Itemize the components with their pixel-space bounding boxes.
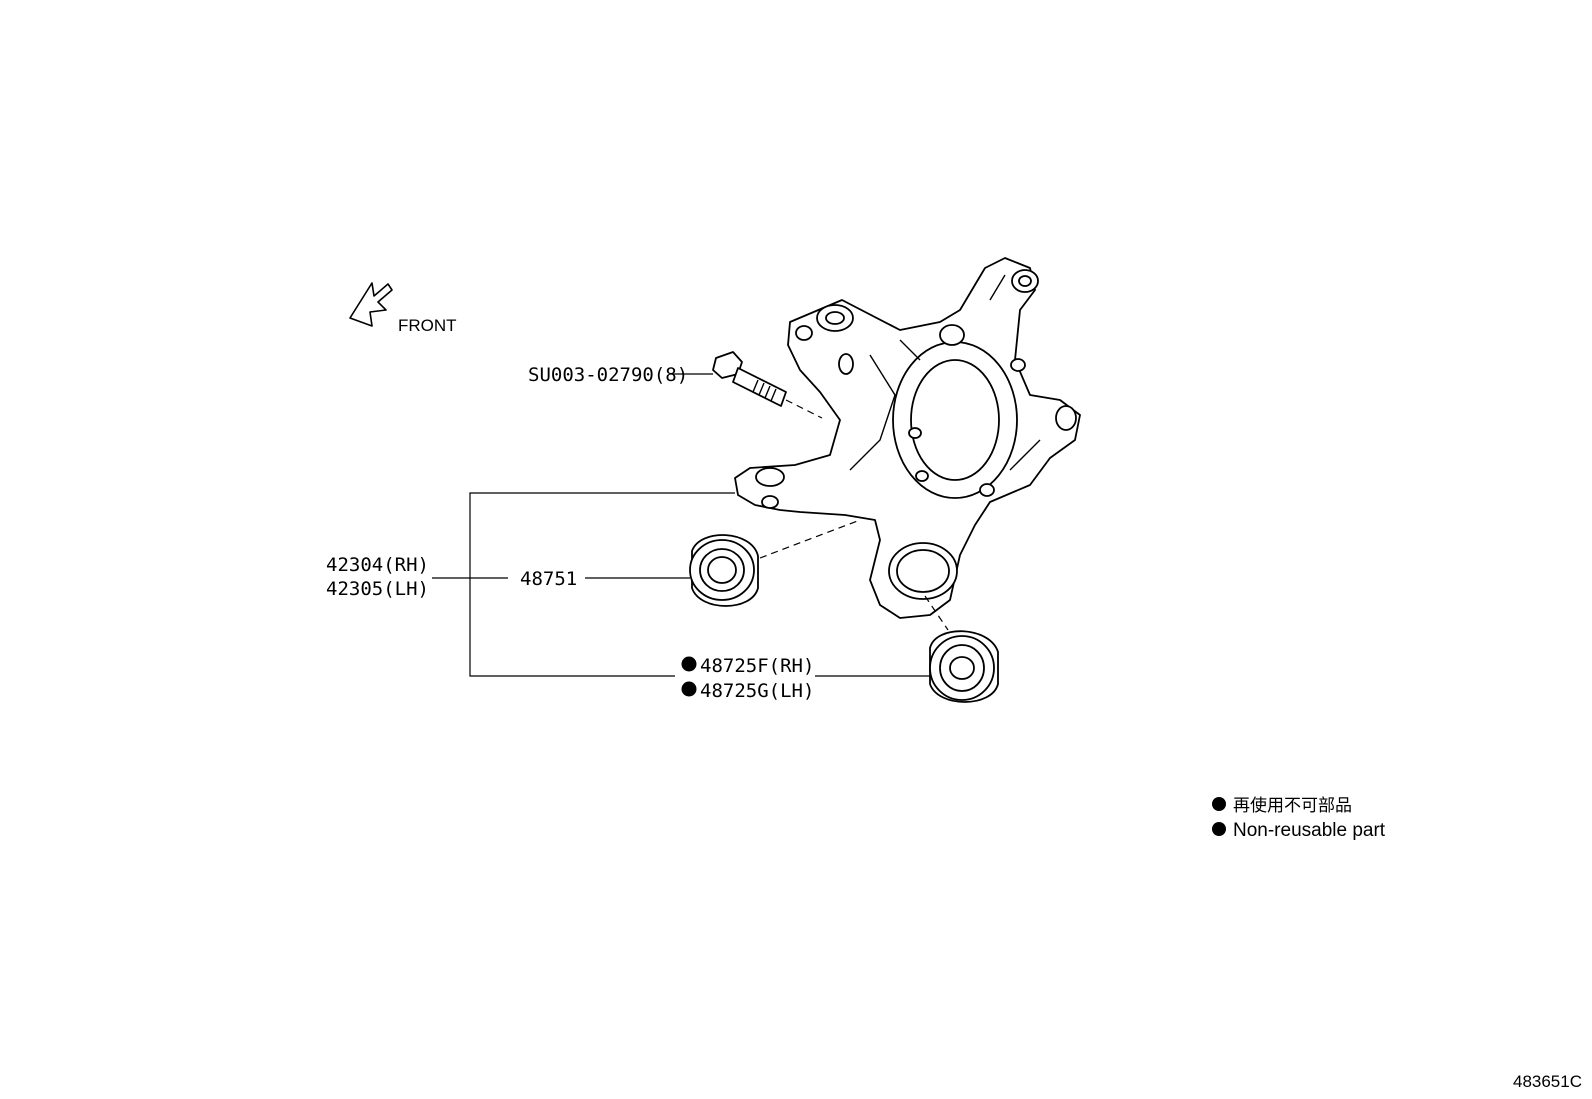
axle-carrier-part[interactable]	[734, 257, 1081, 619]
bolt-dashed-line	[785, 399, 823, 419]
bushing-rh-part-number[interactable]: 48725F(RH)	[700, 655, 814, 677]
knuckle-bracket-line	[469, 492, 735, 677]
knuckle-lh-part-number[interactable]: 42305(LH)	[326, 578, 429, 600]
front-label: FRONT	[398, 316, 457, 335]
legend-jp-text: 再使用不可部品	[1233, 795, 1352, 815]
legend-en-text: Non-reusable part	[1233, 820, 1386, 841]
bolt-part-number[interactable]: SU003-02790(8)	[528, 364, 688, 386]
legend-en-marker-icon	[1212, 822, 1226, 836]
legend: 再使用不可部品 Non-reusable part	[1212, 795, 1386, 841]
front-arrow-icon	[349, 282, 393, 327]
bushing-48725-dashed-line	[924, 595, 949, 631]
non-reusable-rh-marker-icon	[681, 656, 697, 672]
bushing-48751-part[interactable]	[689, 534, 759, 607]
non-reusable-lh-marker-icon	[681, 681, 697, 697]
bushing-lh-part-number[interactable]: 48725G(LH)	[700, 680, 814, 702]
diagram-id: 483651C	[1513, 1072, 1582, 1091]
bushing-48725-part[interactable]	[929, 630, 999, 703]
bolt-part[interactable]	[712, 351, 787, 407]
knuckle-rh-part-number[interactable]: 42304(RH)	[326, 554, 429, 576]
bushing-part-number[interactable]: 48751	[520, 568, 577, 590]
legend-jp-marker-icon	[1212, 797, 1226, 811]
bushing-48751-dashed-line	[759, 519, 861, 559]
